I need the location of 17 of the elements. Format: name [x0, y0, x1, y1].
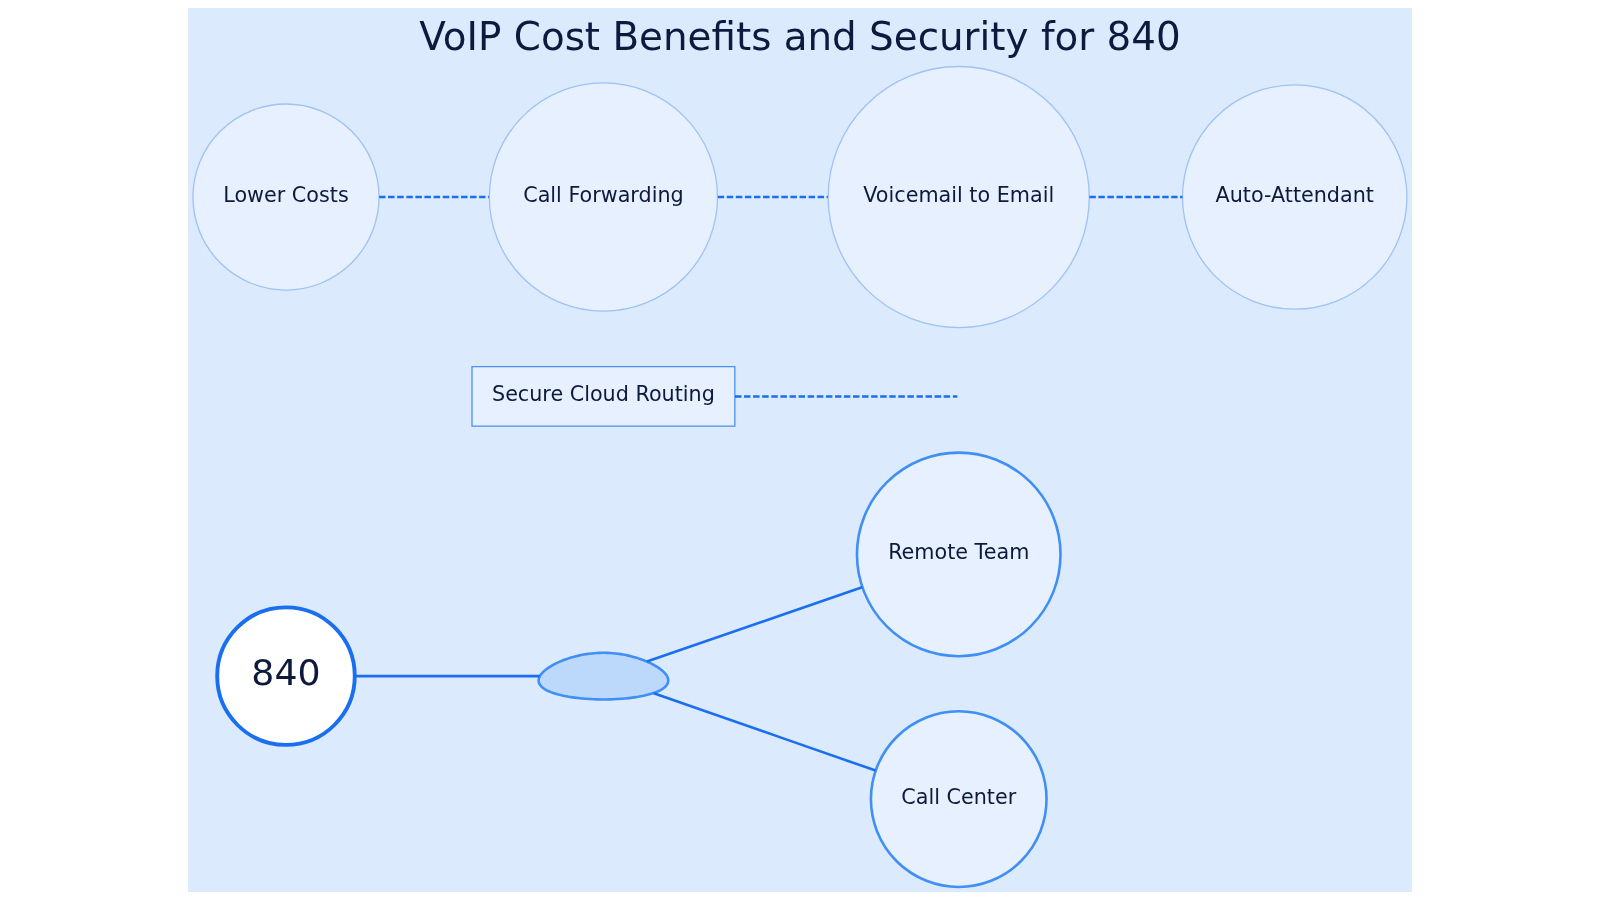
connector [646, 586, 863, 663]
node-circle: Voicemail to Email [827, 65, 1090, 329]
node-circle: Call Forwarding [488, 82, 719, 312]
node-circle: 840 [215, 605, 357, 747]
node-circle: Lower Costs [192, 103, 380, 291]
connector [717, 195, 828, 199]
connector [735, 395, 958, 398]
node-circle: Remote Team [855, 451, 1062, 658]
connector [379, 195, 489, 199]
diagram-title: VoIP Cost Benefits and Security for 840 [419, 13, 1181, 59]
node-cloud [537, 651, 670, 701]
connector [355, 674, 540, 678]
node-box: Secure Cloud Routing [471, 366, 736, 427]
node-circle: Auto-Attendant [1181, 84, 1408, 310]
connector [1089, 195, 1183, 199]
connector [653, 692, 877, 772]
node-circle: Call Center [869, 710, 1048, 889]
